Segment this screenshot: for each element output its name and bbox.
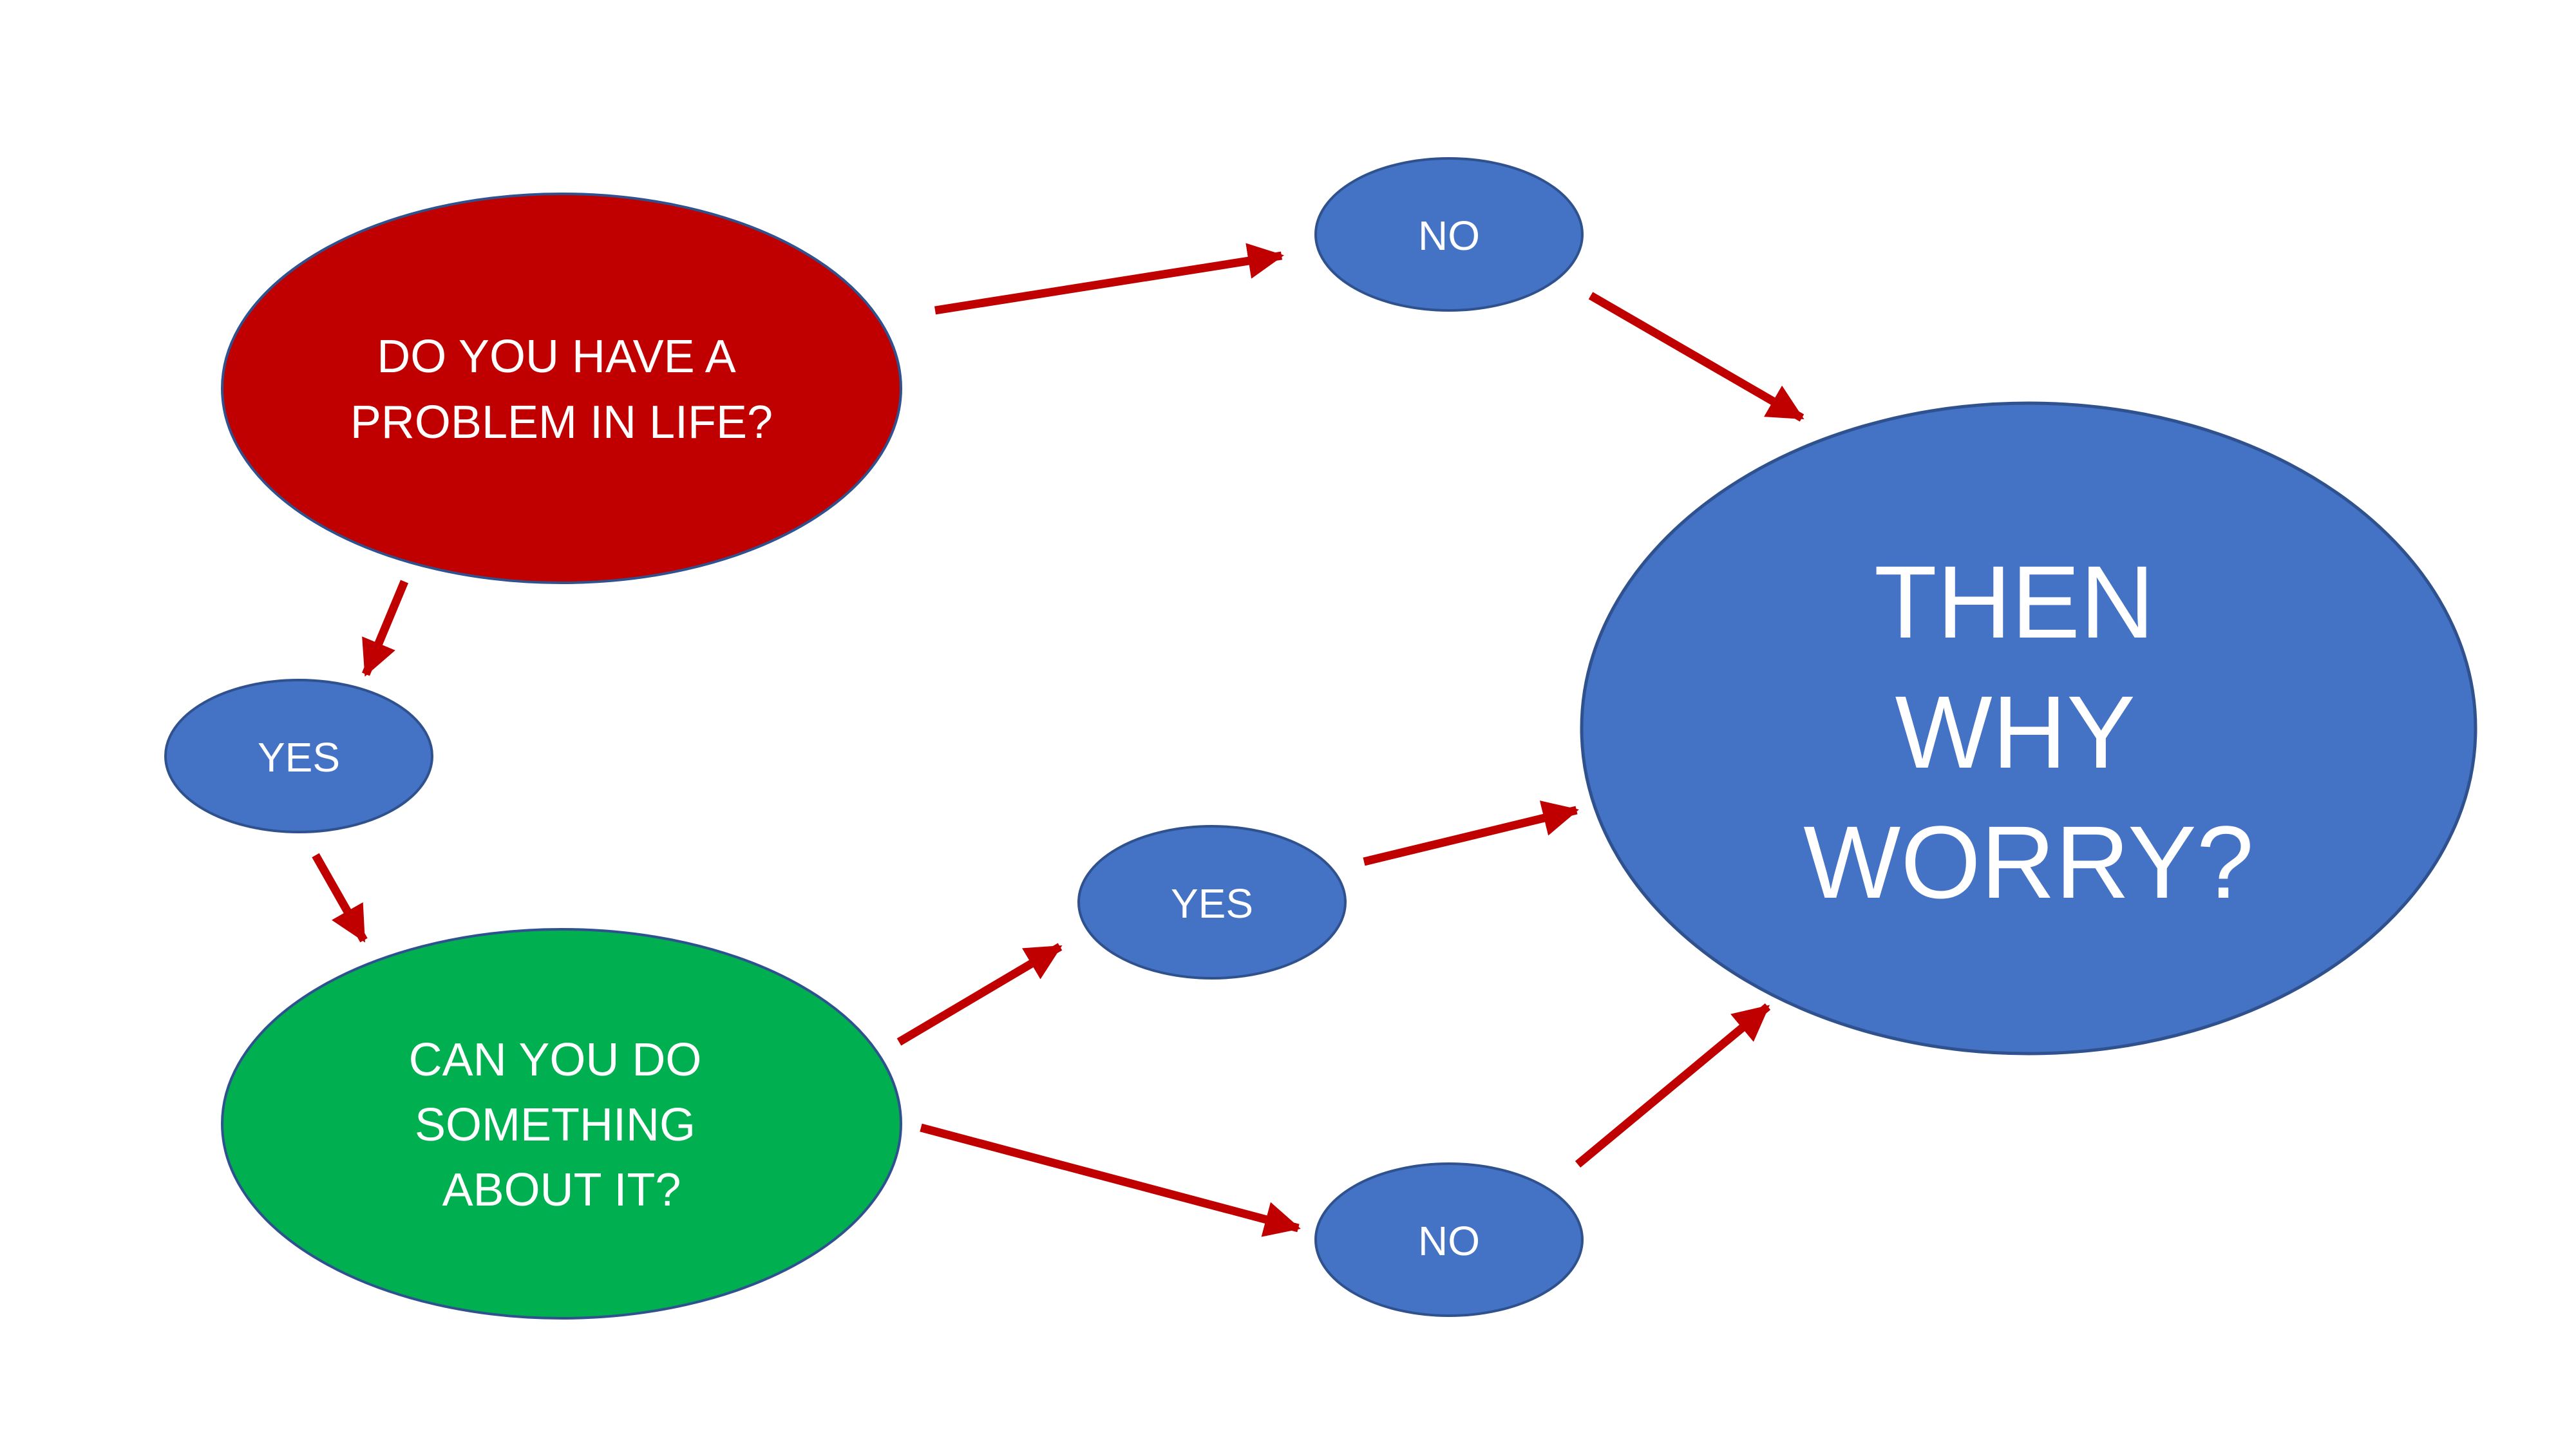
node-yes-mid: YES (1077, 825, 1347, 980)
arrow-problem-to-yes (362, 580, 408, 677)
edges (312, 243, 1804, 1237)
arrow-problem-to-no (934, 243, 1284, 315)
node-can-do-something: CAN YOU DO SOMETHING ABOUT IT? (221, 928, 902, 1320)
arrow-no-top-to-worry (1588, 292, 1804, 422)
node-problem-shape (221, 193, 902, 584)
arrow-can-do-to-yes (896, 943, 1063, 1046)
node-then-why-worry: THEN WHY WORRY? (1580, 401, 2477, 1056)
can-do-label-line-2: SOMETHING (415, 1099, 696, 1151)
node-no-top-shape (1314, 157, 1584, 312)
node-yes-left: YES (164, 679, 433, 833)
can-do-label-line-3: ABOUT IT? (442, 1164, 681, 1216)
svg-text:DO YOU HAVE A PROBLEM IN: DO YOU HAVE A PROBLEM IN LIFE? (350, 331, 773, 448)
node-yes-left-shape (164, 679, 433, 833)
arrow-yes-to-can-do (312, 853, 368, 943)
svg-text:THEN WHY WORRY?: THEN WHY WORRY? (1803, 544, 2253, 920)
node-problem-in-life: DO YOU HAVE A PROBLEM IN LIFE? (221, 193, 902, 584)
arrow-no-bottom-to-worry (1575, 1003, 1771, 1168)
worry-label-line-2: WHY (1895, 674, 2134, 790)
problem-label-line-1: DO YOU HAVE A (377, 331, 735, 383)
no-bottom-label: NO (1418, 1218, 1480, 1264)
svg-text:CAN YOU DO SOMETHING: CAN YOU DO SOMETHING ABOUT IT? (409, 1034, 715, 1216)
arrow-can-do-to-no (920, 1123, 1301, 1237)
can-do-label-line-1: CAN YOU DO (409, 1034, 702, 1086)
yes-mid-label: YES (1171, 880, 1253, 927)
no-top-label: NO (1418, 213, 1480, 259)
problem-label-line-2: PROBLEM IN LIFE? (350, 397, 773, 448)
node-no-top: NO (1314, 157, 1584, 312)
node-yes-mid-shape (1077, 825, 1347, 980)
node-worry-shape (1580, 401, 2477, 1056)
node-no-bottom: NO (1314, 1162, 1584, 1317)
arrow-yes-mid-to-worry (1363, 800, 1579, 866)
node-can-do-shape (221, 928, 902, 1320)
worry-label-line-3: WORRY? (1803, 804, 2253, 920)
worry-label-line-1: THEN (1874, 544, 2155, 659)
yes-left-label: YES (258, 734, 340, 781)
node-no-bottom-shape (1314, 1162, 1584, 1317)
